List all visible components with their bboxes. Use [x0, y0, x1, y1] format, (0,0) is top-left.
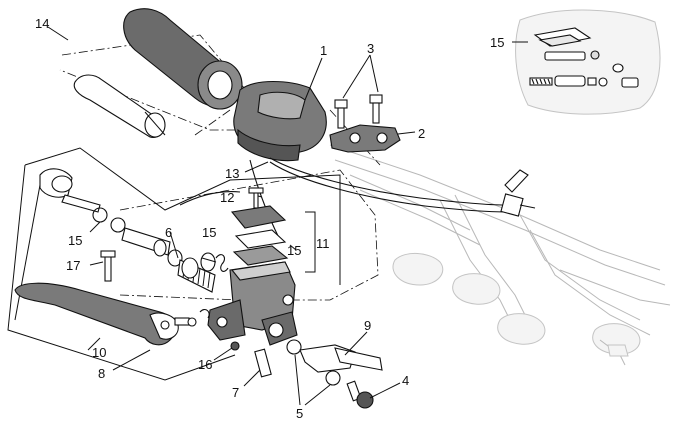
callout-9: 9: [364, 318, 371, 333]
callout-2: 2: [418, 126, 425, 141]
callout-10: 10: [92, 345, 106, 360]
callout-3: 3: [367, 41, 374, 56]
group-outlines: [7, 147, 341, 381]
callout-5: 5: [296, 406, 303, 421]
switch-cables: [179, 157, 536, 241]
callout-15-left: 15: [68, 233, 82, 248]
piston-spring-group: [39, 168, 229, 293]
callout-6: 6: [165, 225, 172, 240]
handlebar-grip: [73, 8, 243, 139]
callout-11: 11: [316, 236, 330, 251]
leader-lines: [47, 26, 528, 406]
handlebar-clamp: [329, 94, 401, 153]
master-cylinder: [207, 261, 298, 346]
callout-8: 8: [98, 366, 105, 381]
callout-17: 17: [66, 258, 80, 273]
brake-lever: [14, 250, 210, 346]
frame-outline-ghost: [329, 144, 671, 366]
callout-15-oring: 15: [202, 225, 216, 240]
callout-13: 13: [225, 166, 239, 181]
callout-15-cap: 15: [287, 243, 301, 258]
callout-12: 12: [220, 190, 234, 205]
callout-14: 14: [35, 16, 49, 31]
callout-16: 16: [198, 357, 212, 372]
callout-1: 1: [320, 43, 327, 58]
callout-4: 4: [402, 373, 409, 388]
callout-15-inset: 15: [490, 35, 504, 50]
reservoir-cap-stack: [230, 187, 316, 273]
inset-reservoir-detail: [515, 9, 661, 115]
callout-labels: 14 1 3 2 13 15 15 15 15 12 11 6 17 10 8 …: [35, 16, 504, 421]
callout-7: 7: [232, 385, 239, 400]
switch-housing: [233, 81, 327, 162]
hose-fittings: [230, 339, 383, 409]
